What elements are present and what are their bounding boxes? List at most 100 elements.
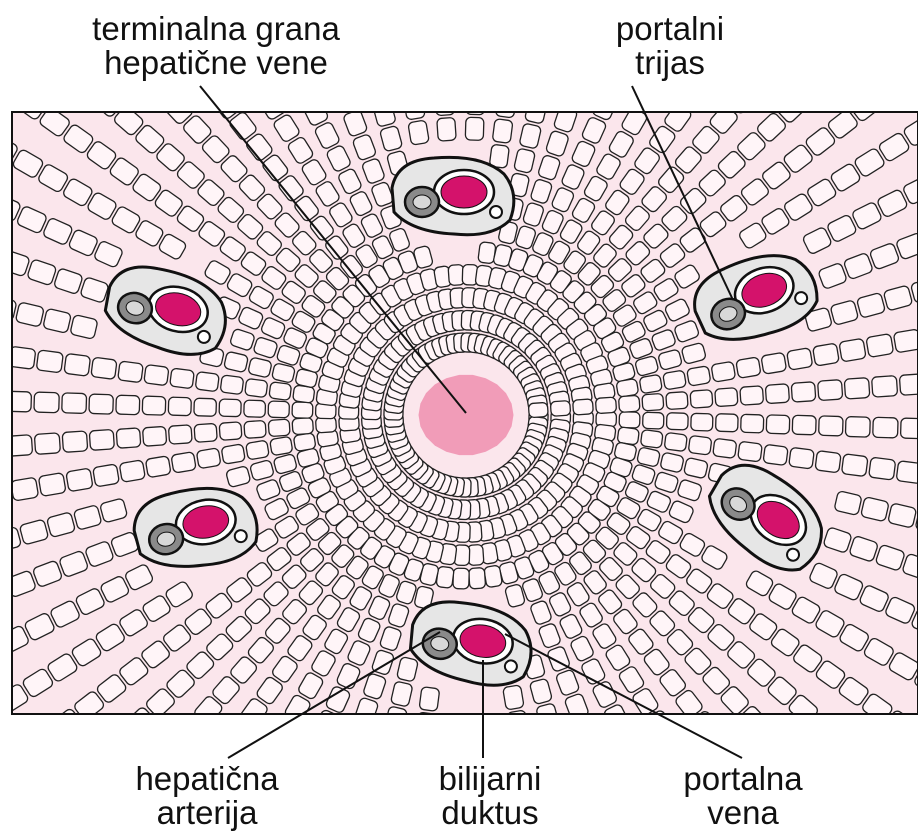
hepatocyte (62, 393, 87, 414)
hepatocyte (219, 399, 241, 417)
hepatocyte (270, 436, 293, 455)
hepatocyte (64, 353, 91, 376)
hepatocyte (901, 418, 918, 439)
hepatocyte (666, 413, 688, 430)
hepatocyte (447, 715, 466, 739)
hepatocyte (453, 568, 469, 589)
central-vein (419, 375, 514, 455)
hepatocyte (573, 399, 594, 415)
label-line: portalni (570, 12, 770, 46)
hepatocyte (469, 567, 486, 589)
hepatocyte (763, 444, 788, 465)
hepatocyte (841, 454, 868, 477)
hepatocyte (62, 431, 88, 453)
label-hepatic-artery: hepatična arterija (92, 762, 322, 830)
hepatocyte (221, 444, 245, 464)
hepatocyte (170, 368, 195, 389)
hepatocyte (93, 464, 120, 487)
hepatocyte (690, 390, 713, 409)
hepatocyte (419, 687, 440, 712)
hepatocyte (145, 456, 171, 478)
label-line: duktus (395, 796, 585, 830)
hepatocyte (171, 452, 196, 473)
hepatocyte (269, 382, 292, 401)
hepatocyte (270, 716, 299, 746)
hepatocyte (194, 423, 217, 442)
hepatocyte (688, 435, 712, 455)
hepatocyte (11, 477, 39, 501)
hepatocyte (116, 428, 141, 448)
hepatocyte (0, 482, 11, 506)
label-line: hepatična (92, 762, 322, 796)
hepatocyte (713, 438, 737, 458)
hepatocyte (142, 426, 166, 446)
hepatocyte (492, 119, 513, 144)
hepatocyte (845, 417, 870, 438)
hepatocyte (765, 384, 789, 404)
hepatic-artery (234, 529, 248, 543)
label-terminal-hepatic-vein-branch: terminalna grana hepatične vene (30, 12, 402, 80)
hepatocyte (116, 395, 140, 415)
bile-duct-lumen (413, 195, 431, 209)
hepatocyte (6, 391, 32, 412)
hepatocyte (477, 714, 497, 738)
hepatocyte (118, 361, 144, 383)
hepatocyte (0, 437, 5, 459)
hepatocyte (142, 396, 166, 415)
hepatocyte (678, 80, 708, 111)
hepatocyte (503, 685, 524, 710)
hepatocyte (0, 580, 10, 608)
hepatocyte (766, 415, 790, 434)
hepatocyte (663, 370, 687, 390)
portal-triad (392, 157, 514, 234)
hepatocyte (268, 401, 289, 418)
hepatocyte (791, 382, 816, 402)
hepatocyte (36, 350, 63, 373)
hepatocyte (789, 447, 815, 469)
label-line: hepatične vene (30, 46, 402, 80)
hepatocyte (245, 378, 268, 397)
label-line: arterija (92, 796, 322, 830)
hepatocyte (809, 712, 842, 744)
hepatocyte (0, 390, 3, 411)
hepatocyte (740, 386, 764, 405)
hepatocyte (0, 699, 4, 730)
hepatocyte (168, 425, 192, 444)
hepatocyte (818, 380, 843, 401)
hepatocyte (175, 715, 206, 747)
hepatocyte (666, 392, 688, 410)
hepatocyte (640, 430, 663, 449)
hepatocyte (619, 412, 640, 428)
hepatocyte (408, 120, 429, 145)
hepatocyte (687, 366, 711, 386)
hepatocyte (528, 402, 548, 417)
hepatocyte (144, 365, 169, 386)
hepatocyte (813, 343, 840, 366)
hepatocyte (893, 329, 918, 353)
hepatocyte (787, 348, 813, 371)
hepatocyte (0, 343, 8, 366)
hepatocyte (726, 83, 757, 115)
hepatocyte (896, 461, 918, 484)
label-portal-vein: portalna vena (648, 762, 838, 830)
portal-vein (441, 176, 487, 208)
hepatocyte (691, 413, 713, 431)
hepatocyte (618, 395, 640, 412)
hepatocyte (819, 416, 843, 436)
hepatocyte (38, 473, 66, 497)
hepatocyte (495, 93, 516, 118)
label-line: bilijarni (395, 762, 585, 796)
hepatocyte (616, 378, 639, 397)
hepatocyte (573, 717, 599, 746)
hepatocyte (119, 460, 145, 483)
hepatocyte (246, 440, 270, 460)
hepatocyte (899, 374, 918, 396)
hepatocyte (595, 397, 616, 414)
hepatocyte (761, 352, 787, 374)
hepatocyte (736, 357, 761, 378)
hepatocyte (0, 240, 3, 267)
hepatocyte (244, 400, 266, 417)
label-bile-duct: bilijarni duktus (395, 762, 585, 830)
